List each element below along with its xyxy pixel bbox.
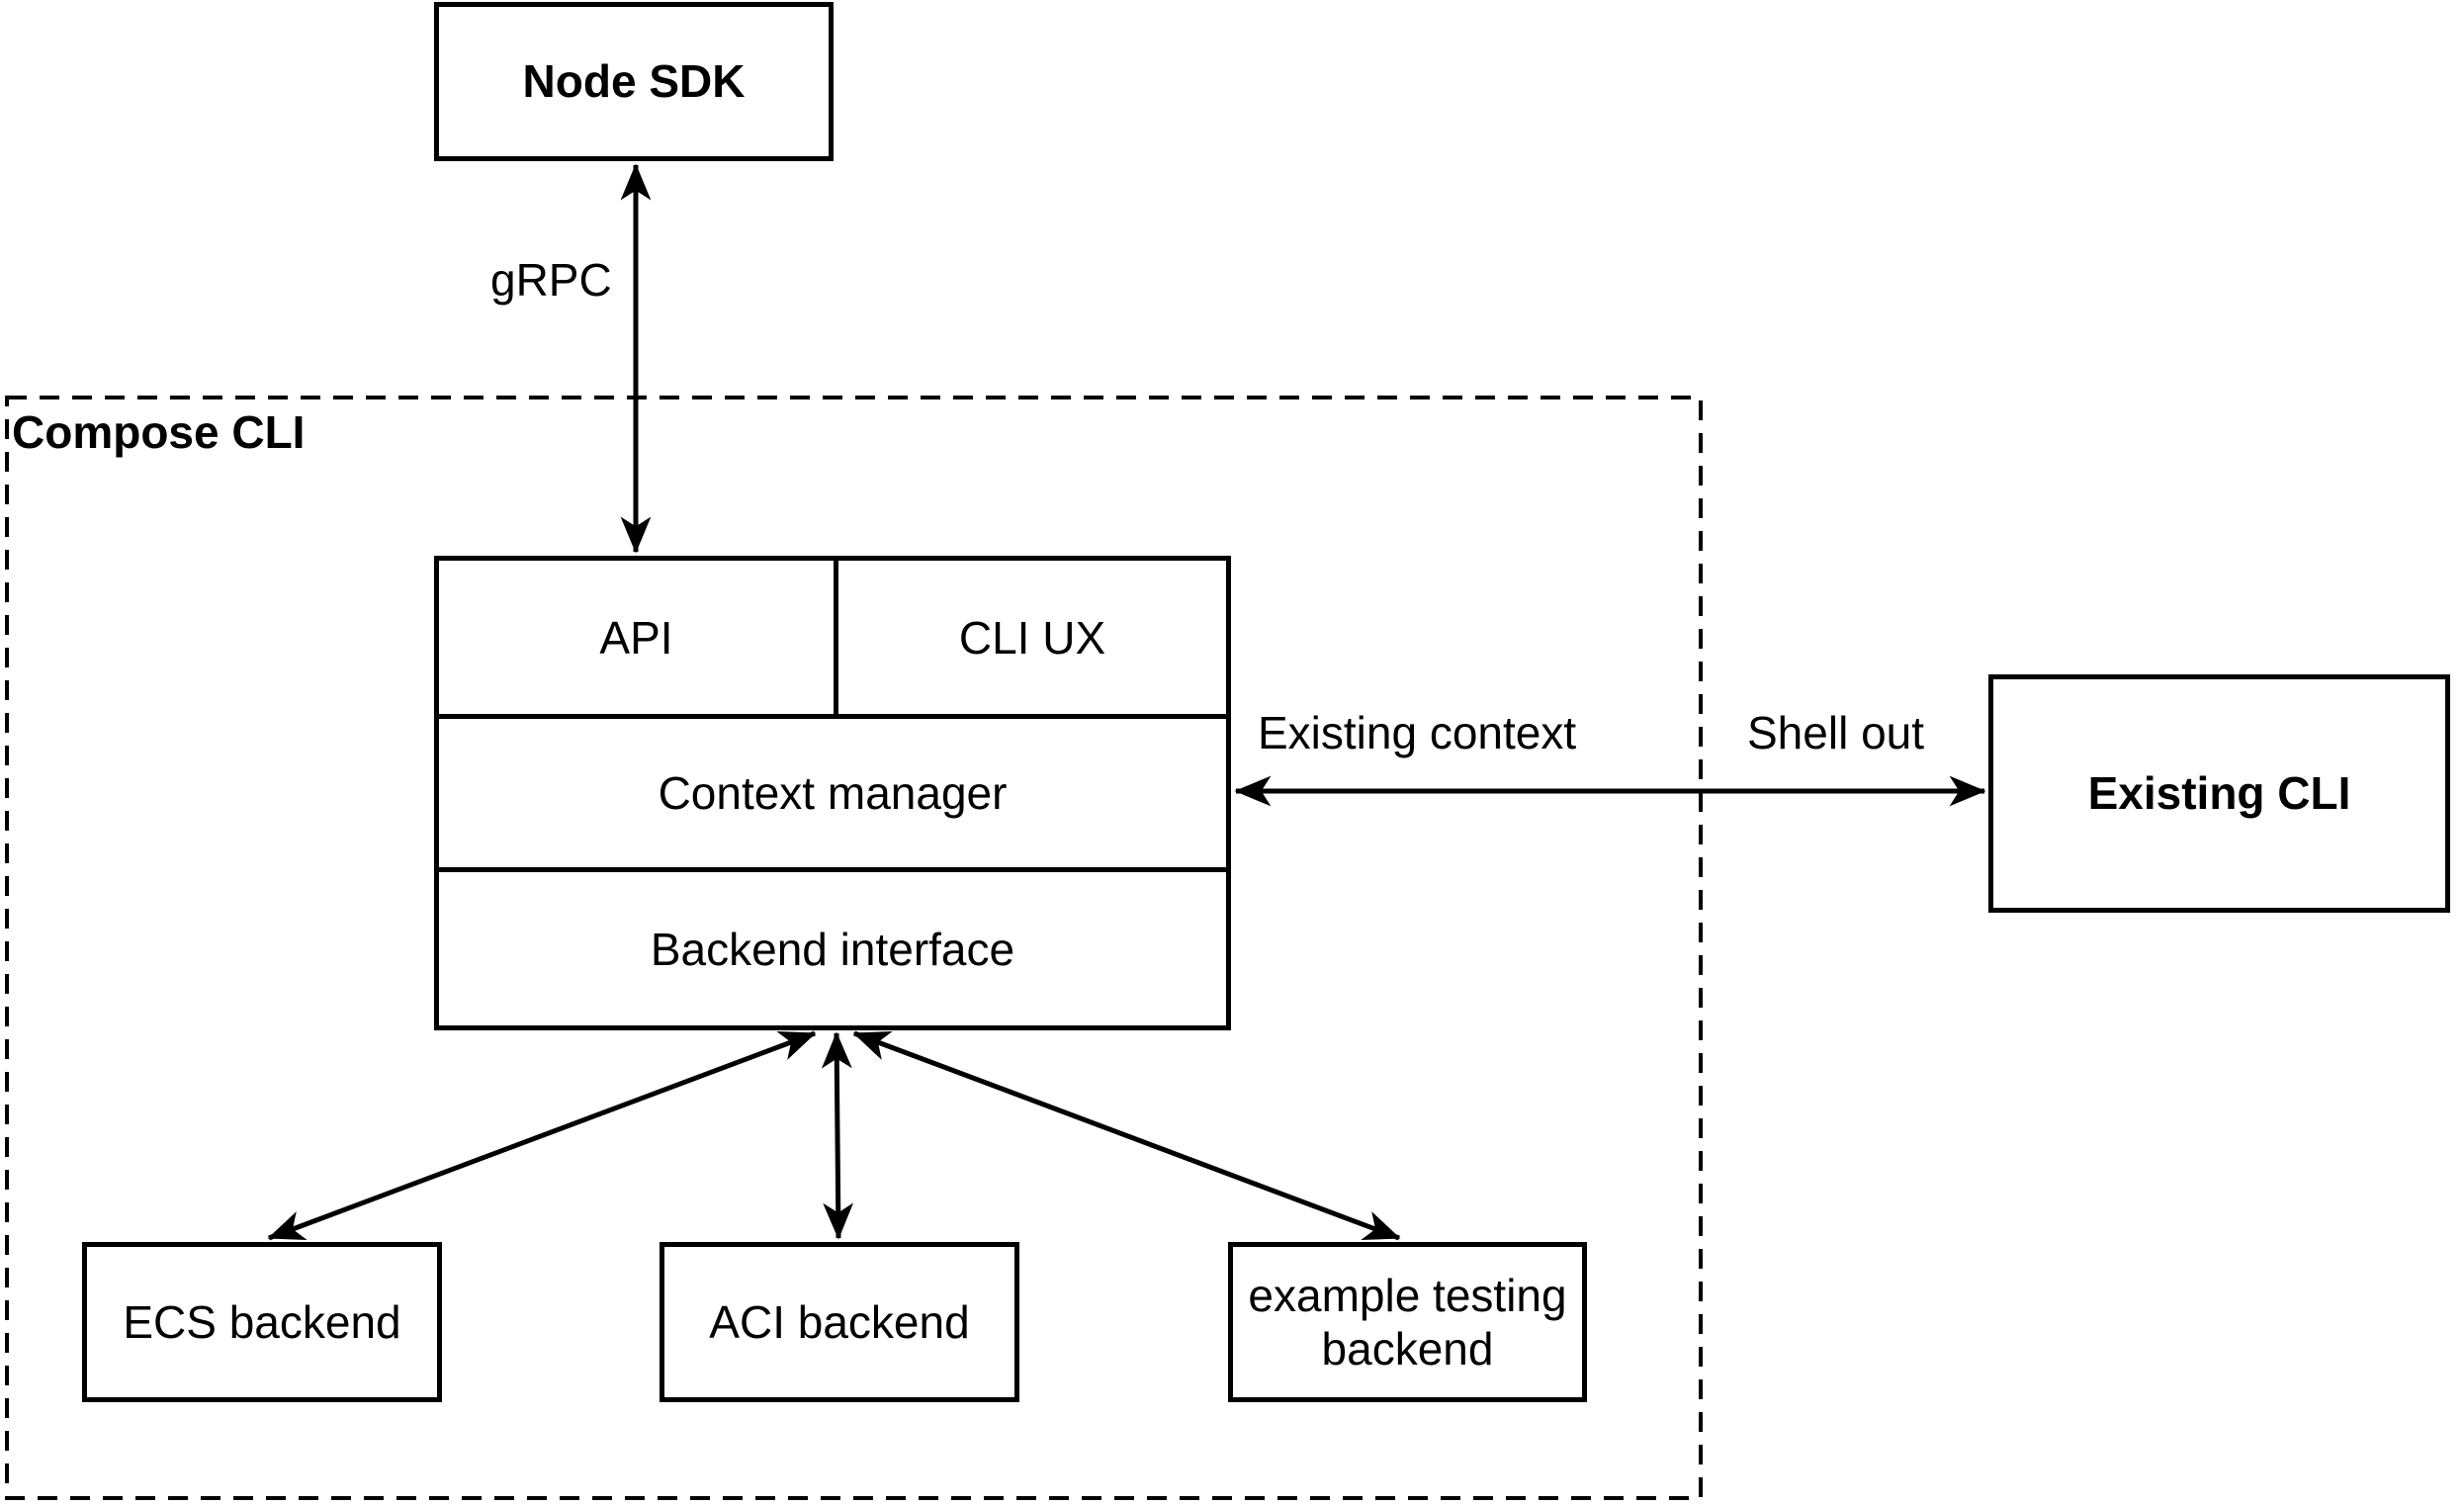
node-sdk-label: Node SDK [522, 55, 746, 108]
compose-cli-group-label: Compose CLI [12, 406, 306, 458]
api-label: API [599, 611, 673, 664]
existing-cli-label: Existing CLI [2087, 767, 2351, 820]
context-manager-label: Context manager [658, 767, 1008, 819]
backend-interface-cell: Backend interface [439, 872, 1226, 1025]
compose-cli-dashed-border [5, 396, 1703, 1500]
context-manager-cell: Context manager [439, 719, 1226, 872]
backend-aci-arrow [821, 1031, 854, 1240]
compose-cli-core-box: API CLI UX Context manager Backend inter… [434, 556, 1231, 1030]
cli-ux-cell: CLI UX [838, 561, 1226, 714]
shell-out-edge-label: Shell out [1747, 707, 1925, 758]
aci-backend-box: ACI backend [660, 1242, 1019, 1402]
node-sdk-box: Node SDK [434, 2, 834, 161]
ecs-backend-label: ECS backend [123, 1295, 401, 1348]
example-testing-backend-box: example testing backend [1228, 1242, 1587, 1402]
example-testing-backend-label: example testing backend [1248, 1269, 1567, 1374]
existing-context-edge-label: Existing context [1258, 707, 1577, 758]
top-row: API CLI UX [439, 561, 1226, 719]
grpc-edge-label: gRPC [490, 254, 612, 306]
ecs-backend-box: ECS backend [82, 1242, 442, 1402]
cli-ux-label: CLI UX [958, 611, 1106, 664]
backend-ecs-arrow [267, 1030, 817, 1241]
existing-cli-box: Existing CLI [1988, 674, 2450, 913]
api-cell: API [439, 561, 838, 714]
backend-interface-label: Backend interface [650, 923, 1015, 975]
aci-backend-label: ACI backend [709, 1295, 970, 1348]
backend-example-arrow [852, 1030, 1401, 1241]
